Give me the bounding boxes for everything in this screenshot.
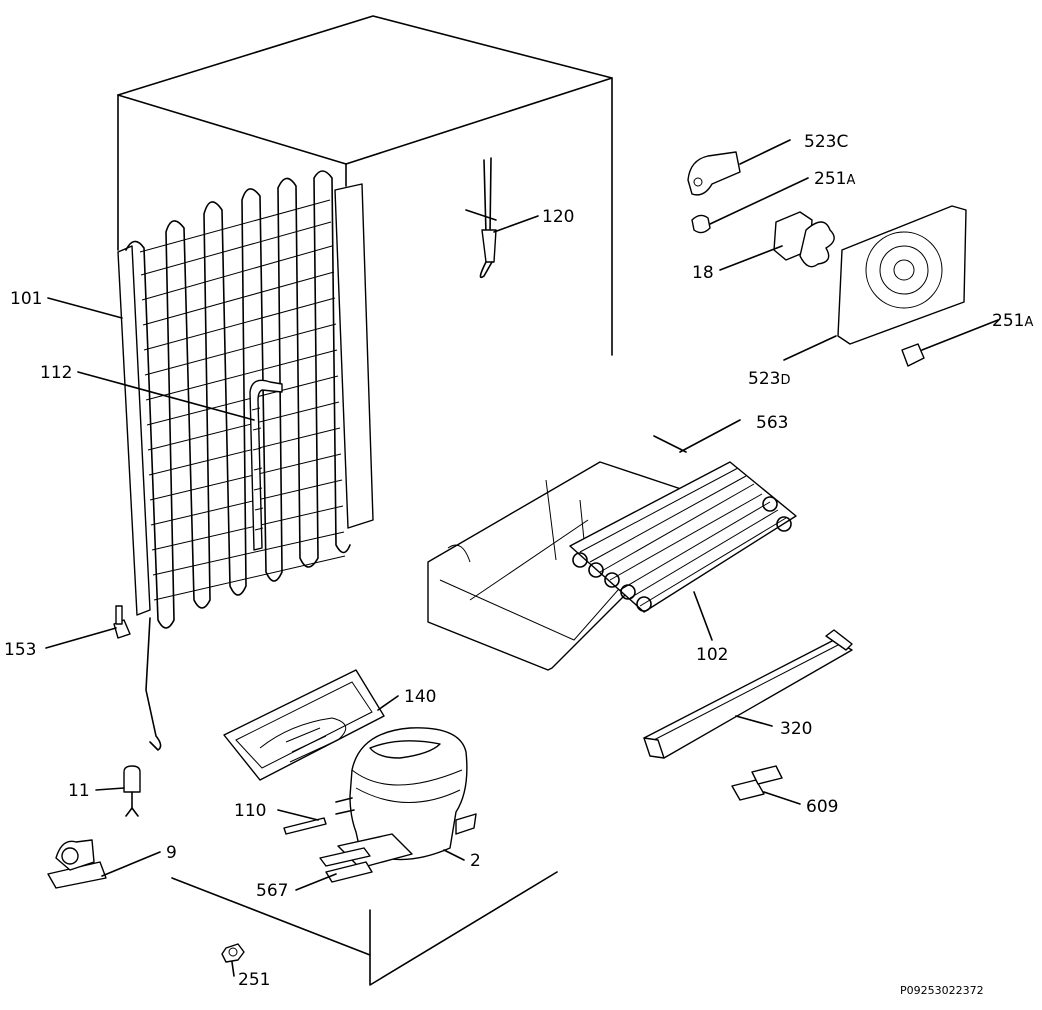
label-567: 567 [256,881,288,901]
drip-tray-140 [223,669,385,781]
label-251: 251 [238,970,270,990]
bracket-523c [687,151,741,196]
part-labels: 523C 251A 120 18 251A 101 112 523D 563 1… [4,132,1033,997]
label-18: 18 [692,263,714,283]
condenser-101 [117,170,374,629]
label-9: 9 [166,843,177,863]
label-609: 609 [806,797,838,817]
plate-567 [319,847,373,883]
label-523d: 523D [748,369,790,389]
cabinet-body [117,15,613,986]
capillary-pipe [145,617,162,751]
drawing-reference: P09253022372 [900,984,984,997]
label-251a-right: 251A [992,311,1033,331]
label-120: 120 [542,207,574,227]
label-110: 110 [234,801,266,821]
fan-motor-18 [773,211,835,268]
condenser-serpentine-tube [125,170,351,629]
part-153 [113,605,131,639]
evaporator-housing [427,461,691,671]
grommet-251a-right [901,343,925,367]
label-11: 11 [68,781,90,801]
label-153: 153 [4,640,36,660]
grommet-251a-top [691,214,711,234]
label-523c: 523C [804,132,848,152]
relay-11 [123,765,141,817]
label-140: 140 [404,687,436,707]
clamp-9 [47,839,107,889]
fan-cover-523d [837,205,967,345]
label-251a-top: 251A [814,169,855,189]
label-563: 563 [756,413,788,433]
sensor-120 [465,157,497,279]
rail-320 [643,629,853,759]
label-2: 2 [470,851,481,871]
label-102: 102 [696,645,728,665]
compressor-2 [335,727,477,869]
label-112: 112 [40,363,72,383]
label-320: 320 [780,719,812,739]
clips-609 [731,765,783,801]
tube-110 [283,817,327,835]
leader-lines [45,139,999,977]
label-101: 101 [10,289,42,309]
drain-tube-112 [249,379,283,551]
nut-251 [221,943,245,963]
evaporator-coil-102 [569,435,797,613]
